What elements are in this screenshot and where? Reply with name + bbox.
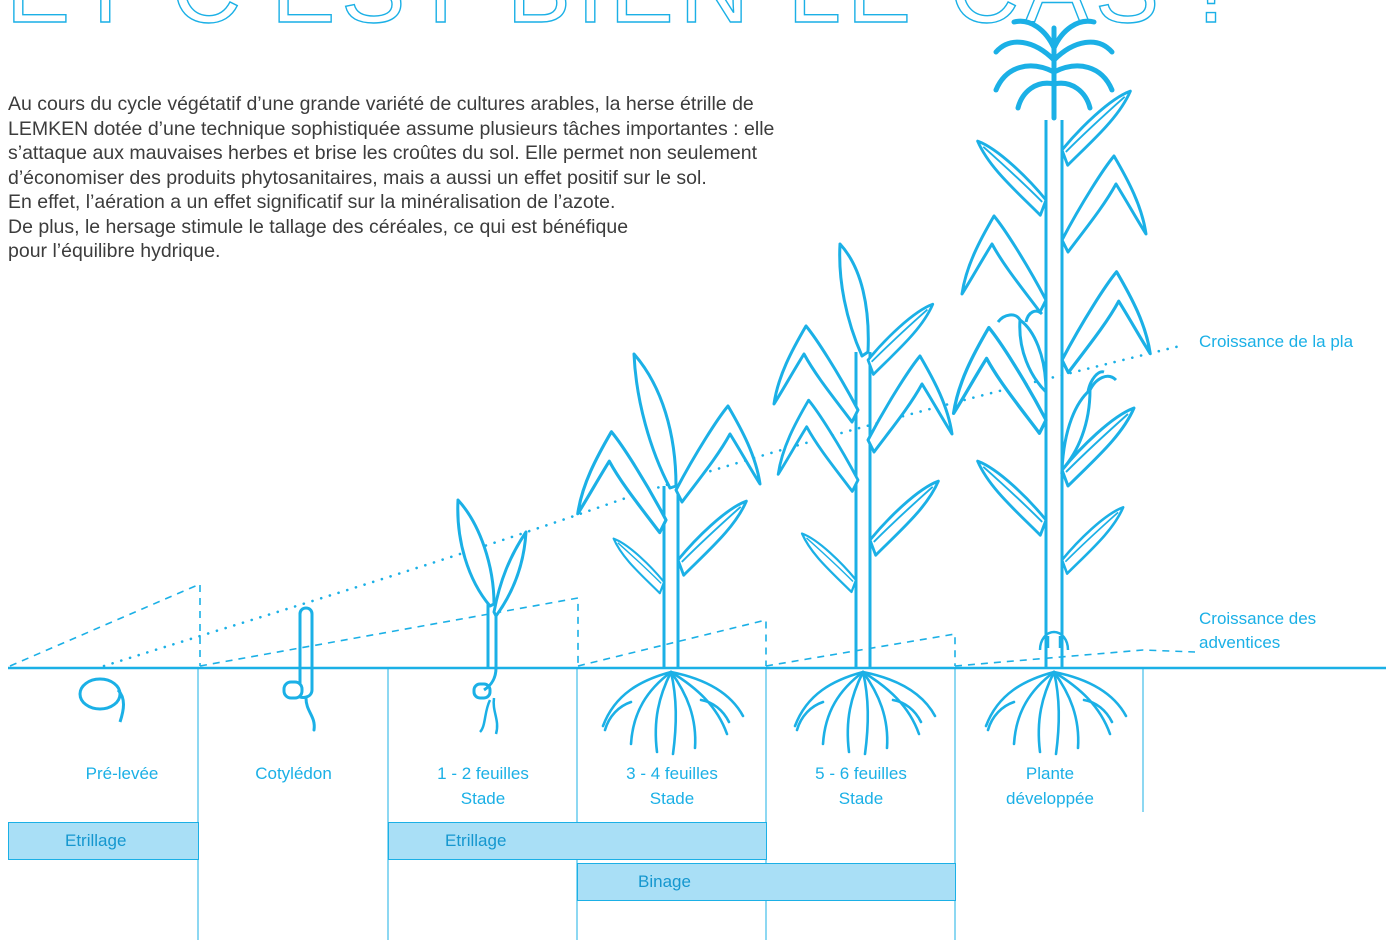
stage-label-line: Cotylédon: [255, 764, 332, 783]
stage-label-1-2-leaves: 1 - 2 feuilles Stade: [389, 761, 577, 811]
intro-line: De plus, le hersage stimule le tallage d…: [8, 215, 629, 238]
developed-plant-illustration: [951, 18, 1152, 756]
seed-illustration: [78, 677, 125, 723]
two-leaf-plant-illustration: [456, 498, 528, 735]
stage-label-developed: Plante développée: [956, 761, 1144, 811]
cotyledon-illustration: [282, 606, 316, 732]
stage-label-line: Stade: [838, 789, 884, 808]
stage-label-line: 3 - 4 feuilles: [626, 764, 718, 783]
intro-line: d’économiser des produits phytosanitaire…: [8, 166, 707, 189]
plant-growth-curve: [102, 344, 1182, 668]
weed-growth-label-line: Croissance des: [1199, 609, 1317, 628]
operation-bar-harrowing: Etrillage: [388, 822, 767, 860]
weed-growth-label-line: adventices: [1199, 633, 1281, 652]
operation-bar-harrowing-early: Etrillage: [8, 822, 199, 860]
plant-growth-label: Croissance de la pla: [1199, 332, 1354, 351]
operation-bar-label: Etrillage: [445, 831, 507, 850]
corn-cob-icon: [996, 309, 1118, 475]
stage-label-line: développée: [1006, 789, 1094, 808]
intro-line: LEMKEN dotée d’une technique sophistiqué…: [8, 117, 775, 140]
intro-line: pour l’équilibre hydrique.: [8, 240, 221, 262]
stage-label-pre-emergence: Pré-levée: [22, 761, 222, 786]
stage-label-line: 5 - 6 feuilles: [815, 764, 907, 783]
stage-label-5-6-leaves: 5 - 6 feuilles Stade: [767, 761, 955, 811]
stage-label-cotyledon: Cotylédon: [199, 761, 388, 786]
stage-label-line: Stade: [460, 789, 506, 808]
operation-bar-hoeing: Binage: [577, 863, 956, 901]
tassel-icon: [993, 18, 1115, 121]
intro-line: s’attaque aux mauvaises herbes et brise …: [8, 142, 757, 164]
six-leaf-plant-illustration: [772, 242, 954, 756]
operation-bar-label: Binage: [638, 872, 691, 891]
stage-label-line: Stade: [649, 789, 695, 808]
weed-growth-label: Croissance des adventices: [1199, 607, 1316, 655]
intro-paragraph: Au cours du cycle végétatif d’une grande…: [8, 92, 968, 264]
stage-label-line: Plante: [1025, 764, 1075, 783]
operation-bar-label: Etrillage: [65, 831, 127, 850]
stage-label-line: Pré-levée: [85, 764, 159, 783]
stage-label-line: 1 - 2 feuilles: [437, 764, 529, 783]
four-leaf-plant-illustration: [576, 352, 762, 756]
intro-line: Au cours du cycle végétatif d’une grande…: [8, 93, 754, 115]
intro-line: En effet, l’aération a un effet signific…: [8, 191, 616, 213]
weed-growth-curve: [9, 582, 1196, 667]
stage-label-3-4-leaves: 3 - 4 feuilles Stade: [578, 761, 766, 811]
